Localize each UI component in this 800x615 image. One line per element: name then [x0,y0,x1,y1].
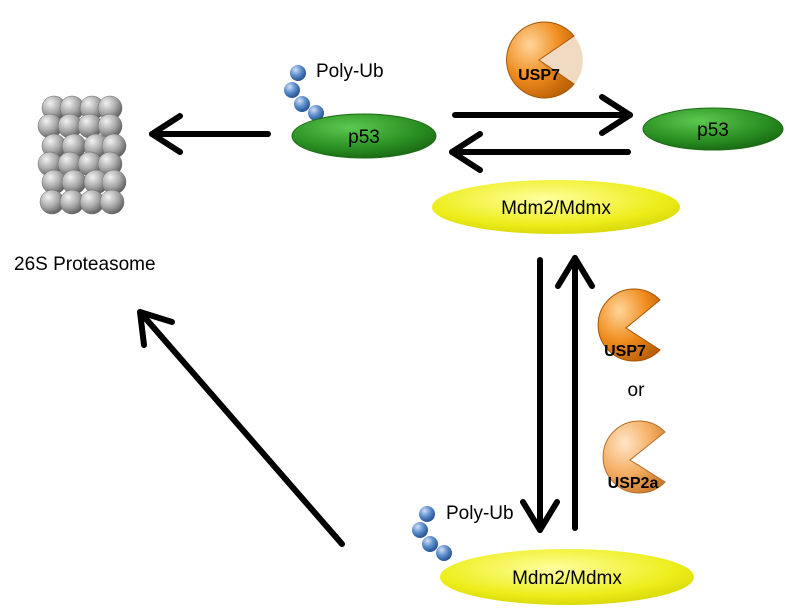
usp2a-label: USP2a [608,475,659,492]
arrow-ubiquitination-p53 [449,131,631,173]
proteasome-subunit [97,113,123,139]
usp7-top-label: USP7 [518,67,560,84]
proteasome-subunit [99,189,125,215]
arrow-mdm2-deubiquitination-up [555,255,595,531]
mdm2-mdmx-bottom-node: Mdm2/Mdmx [440,549,694,605]
usp2a-icon [602,420,666,494]
arrow-p53-to-proteasome [149,113,271,155]
poly-ub-chain-bottom-icon [412,506,452,561]
usp7-top-icon [506,21,583,99]
arrow-deubiquitination-p53 [452,94,633,136]
p53-free-node: p53 [642,107,784,151]
p53-ubiquitinated-node: p53 [291,113,437,159]
arrow-mdm2-to-proteasome [137,309,345,547]
mdm2-mdmx-top-node: Mdm2/Mdmx [432,180,680,234]
mdm2-mdmx-top-label: Mdm2/Mdmx [501,198,611,219]
or-label: or [628,380,646,401]
p53-ubiquitinated-label: p53 [348,127,380,148]
p53-free-label: p53 [697,120,729,141]
poly-ub-label-bottom: Poly-Ub [446,503,514,524]
proteasome-label: 26S Proteasome [14,254,156,275]
arrow-mdm2-ubiquitination-down [520,257,560,533]
mdm2-mdmx-bottom-label: Mdm2/Mdmx [512,568,622,589]
poly-ub-label-top: Poly-Ub [316,61,384,82]
proteasome-icon [37,95,127,215]
usp7-right-label: USP7 [604,343,646,360]
usp7-right-icon [597,288,661,362]
poly-ub-chain-top-icon [284,65,324,121]
